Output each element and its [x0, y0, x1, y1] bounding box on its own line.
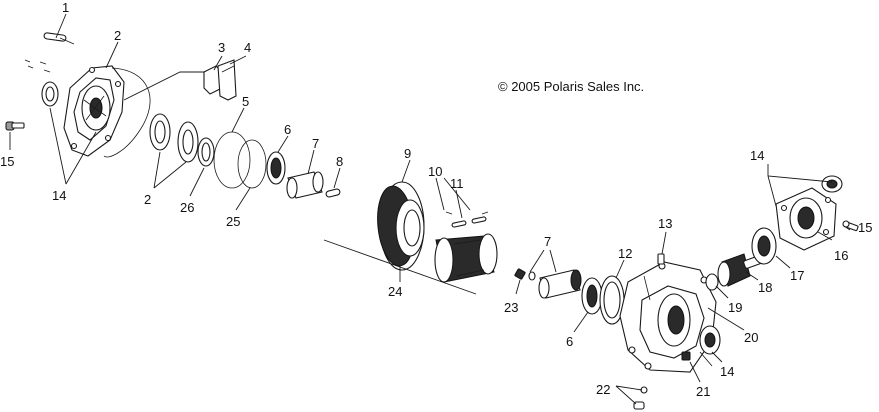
- callout-3: 3: [218, 40, 225, 55]
- callout-24: 24: [388, 284, 402, 299]
- part-25-ring: [237, 139, 267, 189]
- part-14-seal-top: [821, 175, 843, 193]
- callout-labels: 1 2 3 4 5 6 7 8 9 10 11 15 14 2 26 25 24…: [0, 0, 872, 399]
- callout-14-left: 14: [52, 188, 66, 203]
- part-11-pins: [445, 211, 489, 228]
- callout-5: 5: [242, 94, 249, 109]
- callout-8: 8: [336, 154, 343, 169]
- part-3-4-bracket: [123, 59, 237, 101]
- copyright-text: © 2005 Polaris Sales Inc.: [498, 79, 644, 94]
- part-26-ring: [197, 137, 215, 167]
- part-14-seal-bottom: [699, 325, 721, 355]
- callout-12: 12: [618, 246, 632, 261]
- part-gasket-line: [103, 67, 151, 158]
- part-13-vent: [657, 253, 665, 265]
- part-22-drain-bolts: [633, 386, 648, 410]
- part-23-nut: [514, 268, 526, 280]
- part-7-roller-left: [286, 171, 324, 199]
- callout-10: 10: [428, 164, 442, 179]
- callout-4: 4: [244, 40, 251, 55]
- part-5-ring: [213, 131, 251, 189]
- callout-6-left: 6: [284, 122, 291, 137]
- callout-9: 9: [404, 146, 411, 161]
- callout-26: 26: [180, 200, 194, 215]
- callout-20: 20: [744, 330, 758, 345]
- callout-15-right: 15: [858, 220, 872, 235]
- callout-18: 18: [758, 280, 772, 295]
- part-19-washer: [705, 273, 719, 291]
- part-2-bearing-rings: [149, 113, 199, 163]
- part-15-bolt-left: [5, 121, 25, 131]
- callout-7-left: 7: [312, 136, 319, 151]
- part-2-front-cover: [63, 65, 125, 157]
- callout-25: 25: [226, 214, 240, 229]
- part-1-dowel-pin: [43, 32, 75, 45]
- callout-2-bottom: 2: [144, 192, 151, 207]
- callout-22: 22: [596, 382, 610, 397]
- part-8-pin: [325, 188, 341, 198]
- callout-21: 21: [696, 384, 710, 399]
- part-17-bearing: [751, 227, 777, 265]
- callout-17: 17: [790, 268, 804, 283]
- part-10-hub: [434, 233, 498, 283]
- callout-2-top: 2: [114, 28, 121, 43]
- leader-lines: [9, 13, 851, 405]
- part-20-gear-case: [619, 261, 717, 373]
- part-24-bracket-line: [323, 239, 477, 295]
- part-6-bearing-right: [581, 277, 603, 315]
- part-14-seal-left: [41, 81, 59, 107]
- part-15-bolt-right: [842, 220, 859, 232]
- part-12-cup: [599, 275, 625, 325]
- part-7-roller-right: [528, 269, 582, 299]
- callout-1: 1: [62, 0, 69, 15]
- callout-14-top: 14: [750, 148, 764, 163]
- callout-23: 23: [504, 300, 518, 315]
- part-21-plug: [681, 351, 691, 361]
- part-9-ring-gear: [377, 181, 425, 271]
- callout-6-right: 6: [566, 334, 573, 349]
- callout-13: 13: [658, 216, 672, 231]
- callout-19: 19: [728, 300, 742, 315]
- callout-11: 11: [450, 176, 464, 191]
- part-6-bearing-left: [266, 151, 286, 185]
- callout-7-right: 7: [544, 234, 551, 249]
- part-16-output-cover: [775, 187, 837, 251]
- callout-16: 16: [834, 248, 848, 263]
- callout-15-left: 15: [0, 154, 14, 169]
- part-small-pins: [24, 59, 51, 73]
- callout-14-bottom: 14: [720, 364, 734, 379]
